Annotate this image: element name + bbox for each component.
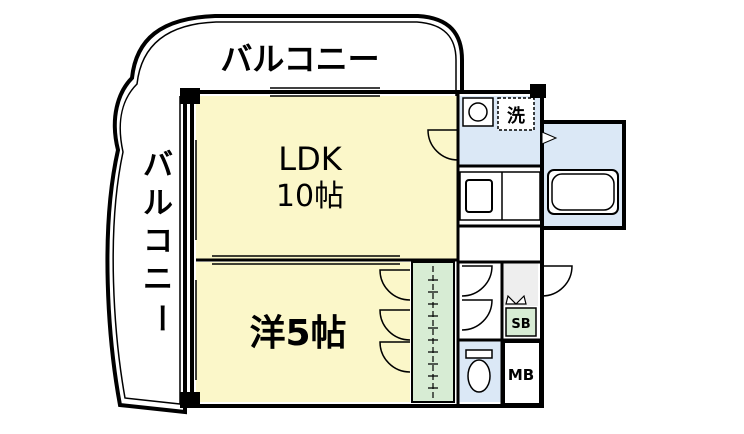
balcony-outline: [105, 14, 464, 415]
shoe-box-label: SB: [511, 317, 530, 332]
balcony-top-label: バルコニー: [220, 40, 379, 78]
balcony-left-label: バ ル コ ニ ー: [143, 148, 178, 333]
bathtub-inner: [551, 173, 615, 211]
wall-post: [180, 392, 200, 408]
ldk-size-label: 10帖: [276, 179, 344, 214]
svg-text:ー: ー: [143, 303, 178, 333]
meter-box: [503, 341, 541, 405]
wall-post: [530, 84, 546, 98]
toilet-tank: [465, 349, 493, 359]
entrance-shoe-icon: [505, 294, 527, 305]
shoe-box: [505, 307, 537, 337]
svg-text:コ: コ: [143, 224, 173, 259]
wall-post: [180, 88, 200, 104]
ldk-room: [196, 96, 458, 259]
svg-text:ニ: ニ: [143, 262, 173, 297]
western-room: [196, 262, 410, 402]
balcony-outline-inner: [112, 21, 457, 405]
meter-box-label: MB: [508, 366, 534, 384]
toilet-bowl: [467, 359, 491, 393]
svg-text:ル: ル: [143, 186, 173, 221]
windows: [185, 87, 400, 380]
walls: [190, 90, 626, 408]
svg-text:バ: バ: [143, 148, 173, 183]
ldk-label: LDK: [278, 140, 342, 178]
western-room-label: 洋5帖: [249, 313, 346, 354]
washer-label: 洗: [507, 105, 525, 127]
bathtub: [547, 169, 619, 215]
kitchen-sink: [465, 179, 493, 213]
door-swings: [379, 129, 573, 373]
washer-space: [497, 97, 535, 131]
washbasin: [462, 97, 494, 127]
closet-hangers: [428, 266, 438, 398]
washbasin-bowl: [468, 102, 488, 122]
bath-door-mark: [541, 131, 558, 145]
